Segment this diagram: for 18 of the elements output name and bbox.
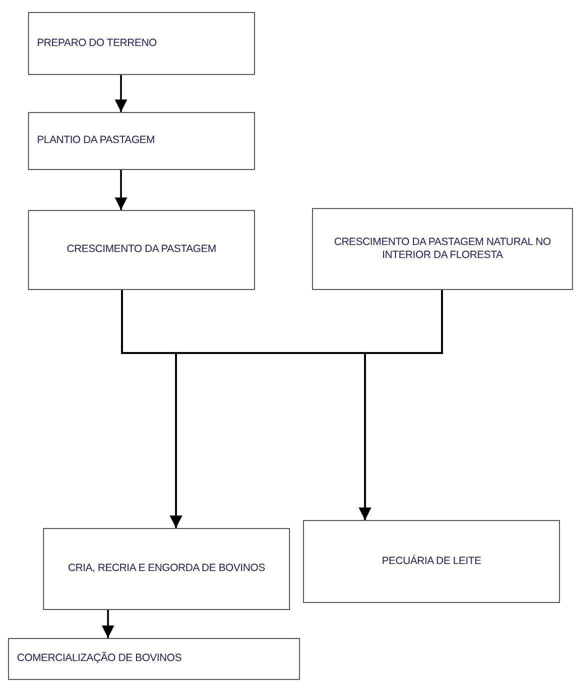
process-box <box>28 112 255 170</box>
process-box <box>43 528 290 610</box>
arrow <box>102 610 114 638</box>
box-label: COMERCIALIZAÇÃO DE BOVINOS <box>17 652 182 666</box>
box-label: CRESCIMENTO DA PASTAGEM <box>66 243 216 257</box>
arrow <box>114 170 128 210</box>
arrow <box>358 290 443 520</box>
box-label: PLANTIO DA PASTAGEM <box>37 134 155 148</box>
box-label: CRESCIMENTO DA PASTAGEM NATURAL NO INTERIOR DA FLORESTA <box>333 236 552 262</box>
process-box <box>28 210 255 290</box>
process-box <box>28 12 255 75</box>
box-label: CRIA, RECRIA E ENGORDA DE BOVINOS <box>68 562 266 576</box>
box-label: PECUÁRIA DE LEITE <box>382 554 482 568</box>
process-box <box>8 638 300 680</box>
process-box <box>303 520 560 603</box>
arrow <box>114 75 128 112</box>
box-label: PREPARO DO TERRENO <box>37 36 157 50</box>
process-box <box>312 208 573 290</box>
